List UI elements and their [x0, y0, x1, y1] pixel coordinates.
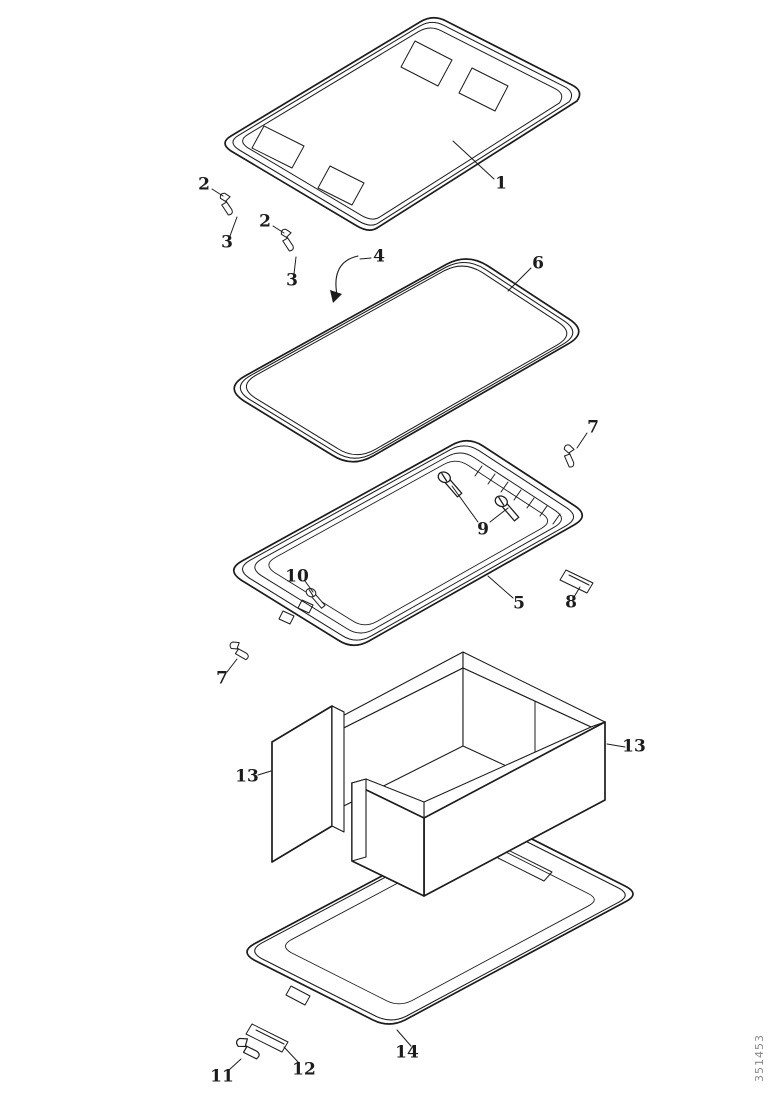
leader-lines — [211, 140, 626, 1071]
part-2-clip-b — [276, 227, 299, 253]
figure-id: 351453 — [753, 1034, 766, 1082]
part-2-clip-a — [215, 191, 238, 217]
part-12-strip — [245, 1023, 289, 1053]
part-4-direction-arrow — [330, 255, 359, 303]
part-5-frame — [232, 439, 584, 647]
part-8-strip — [559, 569, 594, 594]
part-7-clip-bottom — [228, 638, 250, 663]
part-1-top-cover — [224, 16, 581, 231]
part-6-seal — [233, 258, 580, 463]
part-13-foam-left — [271, 705, 345, 863]
frame-vent-ticks — [474, 465, 561, 525]
